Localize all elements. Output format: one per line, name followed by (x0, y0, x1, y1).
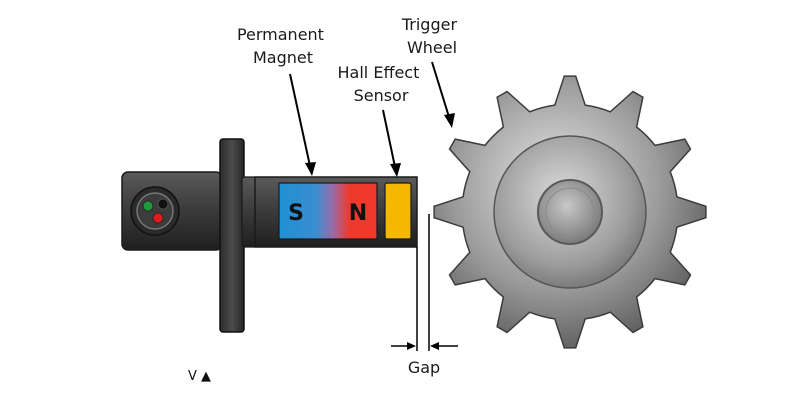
trigger-wheel-arrowhead (444, 113, 455, 128)
trigger-wheel-bore-inner (545, 187, 595, 237)
wire-black-terminal (157, 198, 169, 210)
gap-right-arrowhead (430, 342, 439, 350)
wire-green-terminal (142, 200, 154, 212)
trigger-wheel-callout: Trigger Wheel (401, 15, 462, 128)
mounting-flange (219, 138, 245, 333)
corner-note: V ▲ (188, 369, 211, 384)
flange-collar (241, 176, 257, 248)
magnet-north-pole-label: N (349, 201, 367, 226)
wire-connector (130, 186, 180, 236)
connector-inner-ring (136, 192, 174, 230)
permanent-magnet-pointer (289, 73, 311, 167)
trigger-wheel-bore (537, 179, 603, 245)
hall-effect-sensor-pointer (382, 109, 396, 168)
permanent-magnet (278, 182, 378, 240)
hall-effect-sensor-callout: Hall Effect Sensor (338, 63, 425, 177)
permanent-magnet-arrowhead (305, 162, 316, 176)
hall-effect-sensor-element (384, 182, 412, 240)
permanent-magnet-label: Permanent Magnet (237, 25, 329, 67)
sensor-housing: S N (121, 138, 418, 333)
gap-dimension: Gap (391, 214, 458, 377)
wire-red-terminal (152, 212, 164, 224)
permanent-magnet-callout: Permanent Magnet (237, 25, 329, 176)
trigger-wheel (433, 75, 707, 349)
trigger-wheel-label: Trigger Wheel (401, 15, 462, 57)
magnet-south-pole-label: S (288, 201, 304, 226)
trigger-wheel-pointer (431, 61, 450, 118)
hall-effect-sensor-label: Hall Effect Sensor (338, 63, 425, 105)
hall-effect-sensor-arrowhead (390, 163, 401, 177)
gap-label: Gap (408, 358, 440, 377)
gap-left-arrowhead (407, 342, 416, 350)
